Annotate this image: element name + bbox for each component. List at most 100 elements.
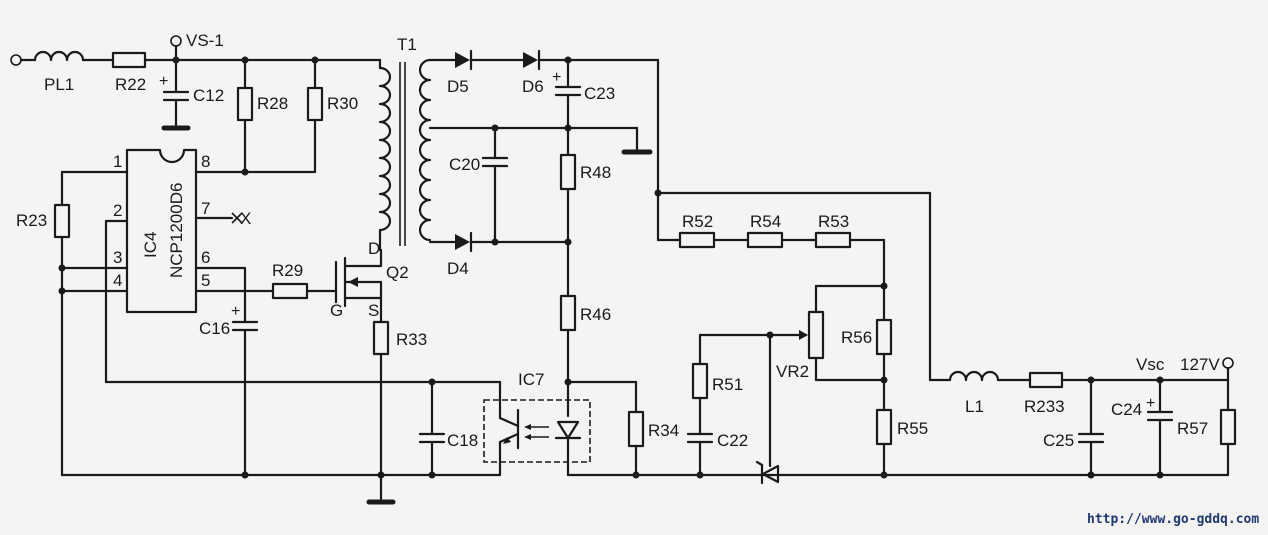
label-pin6: 6	[201, 248, 210, 267]
label-q2: Q2	[386, 263, 409, 282]
resistor-r28	[236, 56, 254, 174]
label-r22: R22	[115, 75, 146, 94]
label-c16: C16	[199, 319, 230, 338]
resistor-r54	[746, 231, 818, 249]
label-g: G	[330, 301, 343, 320]
resistor-r46	[559, 294, 638, 418]
label-r34: R34	[648, 421, 679, 440]
inductor-l1	[948, 370, 1032, 382]
ic4-chip	[60, 148, 275, 314]
resistor-r23	[53, 170, 92, 477]
label-d5: D5	[447, 77, 469, 96]
label-r30: R30	[327, 94, 358, 113]
label-pin1: 1	[113, 152, 122, 171]
resistor-r33	[366, 320, 396, 505]
label-r23: R23	[16, 211, 47, 230]
diode-d5	[455, 49, 525, 71]
label-vr2: VR2	[776, 362, 809, 381]
label-r33: R33	[396, 330, 427, 349]
label-pin5: 5	[201, 271, 210, 290]
transformer-t1-secondary	[418, 58, 570, 244]
label-r29: R29	[272, 261, 303, 280]
label-pin7: 7	[201, 199, 210, 218]
label-vs1: VS-1	[186, 31, 224, 50]
label-pin4: 4	[113, 271, 122, 290]
diode-d4	[455, 231, 570, 253]
label-c18: C18	[447, 431, 478, 450]
diode-d6	[523, 49, 660, 71]
resistor-r48	[559, 153, 577, 298]
feedback-line	[104, 219, 502, 402]
resistor-r55	[875, 408, 893, 477]
output-rail	[654, 58, 952, 382]
label-r55: R55	[897, 419, 928, 438]
label-pin8: 8	[201, 152, 210, 171]
resistor-r22	[111, 51, 382, 69]
input-terminal	[10, 54, 37, 66]
capacitor-c16: +	[231, 266, 259, 477]
label-d6: D6	[522, 77, 544, 96]
capacitor-c22	[686, 432, 714, 477]
svg-text:+: +	[231, 303, 240, 320]
resistor-r57	[1219, 357, 1237, 477]
resistor-r233	[1028, 371, 1230, 389]
label-ic7: IC7	[518, 370, 544, 389]
label-ic4: IC4	[141, 232, 160, 258]
label-c23: C23	[584, 84, 615, 103]
capacitor-c18	[418, 378, 446, 477]
optocoupler-ic7	[483, 398, 591, 477]
label-r233: R233	[1024, 397, 1065, 416]
svg-text:+: +	[552, 69, 561, 86]
mosfet-q2	[334, 248, 383, 324]
label-d4: D4	[447, 259, 469, 278]
label-vsc: Vsc	[1136, 355, 1165, 374]
resistor-r34	[627, 410, 645, 479]
label-l1: L1	[965, 397, 984, 416]
capacitor-c23: +	[552, 58, 653, 157]
resistor-r52	[678, 231, 750, 249]
label-r57: R57	[1177, 419, 1208, 438]
label-r51: R51	[712, 375, 743, 394]
label-ncp: NCP1200D6	[167, 183, 186, 278]
svg-text:+: +	[159, 73, 168, 90]
label-r53: R53	[818, 212, 849, 231]
label-c24: C24	[1111, 400, 1142, 419]
capacitor-c24: +	[1146, 378, 1174, 477]
label-r46: R46	[580, 305, 611, 324]
resistor-r51	[691, 331, 774, 436]
secondary-ground-rail	[566, 471, 1230, 479]
label-r56: R56	[841, 328, 872, 347]
label-pl1: PL1	[44, 75, 74, 94]
capacitor-c25	[1077, 378, 1105, 477]
label-x: X	[240, 209, 251, 228]
resistor-r29	[271, 282, 338, 300]
label-t1: T1	[397, 35, 417, 54]
label-r28: R28	[257, 94, 288, 113]
label-r54: R54	[750, 212, 781, 231]
label-r52: R52	[682, 212, 713, 231]
resistor-r56	[875, 318, 893, 412]
capacitor-c20	[481, 124, 509, 246]
inductor-pl1	[33, 50, 115, 62]
label-d: D	[368, 239, 380, 258]
label-c22: C22	[717, 431, 748, 450]
resistor-r30	[241, 56, 324, 176]
shunt-regulator	[755, 333, 780, 485]
potentiometer-vr2	[768, 284, 886, 382]
label-r48: R48	[580, 163, 611, 182]
resistor-r53	[814, 231, 888, 322]
watermark-url: http://www.go-gddq.com	[1087, 512, 1259, 527]
label-127v: 127V	[1180, 355, 1220, 374]
svg-text:+: +	[1146, 395, 1155, 412]
pin7-nc	[231, 212, 243, 224]
label-c12: C12	[193, 86, 224, 105]
ground-rail	[60, 471, 502, 479]
label-c25: C25	[1043, 431, 1074, 450]
label-c20: C20	[449, 155, 480, 174]
label-pin3: 3	[113, 248, 122, 267]
transformer-t1-primary	[378, 58, 406, 252]
label-s: S	[368, 301, 379, 320]
capacitor-c12: +	[159, 58, 191, 131]
label-pin2: 2	[113, 201, 122, 220]
